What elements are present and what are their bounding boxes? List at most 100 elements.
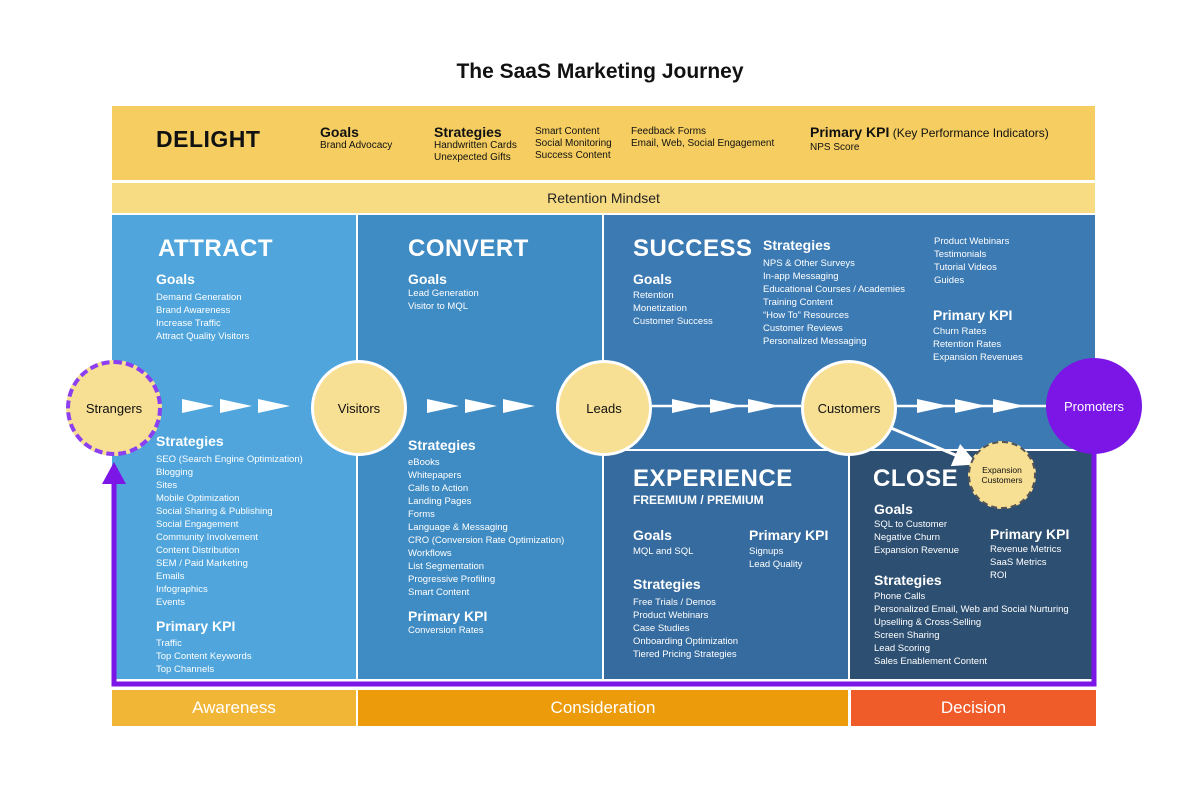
- list-item: Whitepapers: [408, 470, 462, 481]
- list-item: NPS & Other Surveys: [763, 258, 855, 269]
- convert-strategies-heading: Strategies: [408, 437, 476, 453]
- list-item: Traffic: [156, 638, 182, 649]
- convert-kpi-list: Conversion Rates: [408, 624, 484, 637]
- experience-goals-list: MQL and SQL: [633, 545, 693, 558]
- node-label: Customers: [817, 400, 881, 416]
- list-item: Landing Pages: [408, 496, 472, 507]
- experience-kpi-heading: Primary KPI: [749, 527, 829, 543]
- node-label: Leads: [586, 400, 622, 416]
- list-item: Retention: [633, 290, 674, 301]
- list-item: Social Sharing & Publishing: [156, 506, 273, 517]
- journey-loop-arrowhead: [102, 462, 126, 484]
- list-item: Blogging: [156, 467, 193, 478]
- node-label: Customers: [981, 475, 1023, 485]
- stage-consideration: Consideration: [358, 690, 848, 726]
- convert-column: CONVERT Goals Lead Generation Visitor to…: [358, 215, 602, 679]
- flow-chevron: [955, 399, 987, 413]
- close-goals-heading: Goals: [874, 501, 913, 517]
- list-item: Brand Awareness: [156, 305, 231, 316]
- attract-strategies-heading: Strategies: [156, 433, 224, 449]
- list-item: Lead Scoring: [874, 643, 930, 654]
- list-item: Case Studies: [633, 623, 690, 634]
- list-item: Forms: [408, 509, 435, 520]
- success-title: SUCCESS: [633, 235, 753, 262]
- delight-kpi-item: NPS Score: [810, 142, 860, 153]
- success-strategies-extra-list: Product Webinars Testimonials Tutorial V…: [934, 235, 1009, 287]
- list-item: SaaS Metrics: [990, 557, 1047, 568]
- node-label: Visitors: [337, 400, 381, 416]
- attract-strategies-list: SEO (Search Engine Optimization) Bloggin…: [156, 453, 303, 609]
- node-strangers: Strangers: [66, 360, 162, 456]
- list-item: Tiered Pricing Strategies: [633, 649, 737, 660]
- list-item: Screen Sharing: [874, 630, 940, 641]
- list-item: CRO (Conversion Rate Optimization): [408, 535, 565, 546]
- node-customers: Customers: [801, 360, 897, 456]
- list-item: Customer Success: [633, 316, 713, 327]
- node-label: Promoters: [1064, 398, 1124, 414]
- success-kpi-list: Churn Rates Retention Rates Expansion Re…: [933, 325, 1023, 364]
- attract-goals-heading: Goals: [156, 271, 195, 287]
- list-item: Mobile Optimization: [156, 493, 240, 504]
- list-item: Tutorial Videos: [934, 262, 997, 273]
- experience-title: EXPERIENCE: [633, 465, 793, 492]
- list-item: Upselling & Cross-Selling: [874, 617, 982, 628]
- delight-strategies-col3: Feedback Forms Email, Web, Social Engage…: [631, 126, 774, 150]
- list-item: Signups: [749, 546, 784, 557]
- list-item: Expansion Revenue: [874, 545, 960, 556]
- node-promoters: Promoters: [1046, 358, 1142, 454]
- page-title: The SaaS Marketing Journey: [456, 60, 744, 83]
- stage-awareness: Awareness: [112, 690, 356, 726]
- list-item: List Segmentation: [408, 561, 485, 572]
- success-strategies-heading: Strategies: [763, 237, 831, 253]
- convert-strategies-list: eBooks Whitepapers Calls to Action Landi…: [408, 456, 564, 599]
- experience-kpi-list: Signups Lead Quality: [749, 545, 802, 571]
- attract-title: ATTRACT: [158, 235, 274, 262]
- flow-chevron: [465, 399, 497, 413]
- delight-strategy: Feedback Forms: [631, 126, 707, 137]
- list-item: Visitor to MQL: [408, 301, 469, 312]
- success-goals-list: Retention Monetization Customer Success: [633, 289, 713, 328]
- list-item: Sales Enablement Content: [874, 656, 988, 667]
- node-expansion-customers: Expansion Customers: [968, 441, 1036, 509]
- delight-strategy: Smart Content: [535, 126, 600, 137]
- delight-strategies-col2: Smart Content Social Monitoring Success …: [535, 126, 612, 162]
- customers-expansion-line: [890, 426, 978, 467]
- flow-chevron: [258, 399, 290, 413]
- close-title: CLOSE: [873, 465, 959, 492]
- list-item: Workflows: [408, 548, 452, 559]
- list-item: Personalized Messaging: [763, 336, 867, 347]
- convert-title: CONVERT: [408, 235, 529, 262]
- delight-band: DELIGHT Goals Brand Advocacy Strategies …: [112, 106, 1095, 180]
- delight-title: DELIGHT: [156, 126, 261, 152]
- list-item: Sites: [156, 480, 178, 491]
- delight-strategies: Strategies Handwritten Cards Unexpected …: [434, 124, 517, 164]
- flow-chevron: [220, 399, 252, 413]
- node-label: Strangers: [85, 400, 143, 416]
- list-item: Top Channels: [156, 664, 215, 675]
- delight-strategy: Unexpected Gifts: [434, 152, 511, 163]
- list-item: Training Content: [763, 297, 833, 308]
- list-item: Lead Quality: [749, 559, 803, 570]
- delight-strategies-heading: Strategies: [434, 124, 502, 140]
- flow-chevron: [917, 399, 949, 413]
- delight-goals: Goals Brand Advocacy: [320, 124, 392, 152]
- list-item: Smart Content: [408, 587, 470, 598]
- attract-kpi-heading: Primary KPI: [156, 618, 236, 634]
- list-item: Guides: [934, 275, 965, 286]
- experience-strategies-list: Free Trials / Demos Product Webinars Cas…: [633, 596, 738, 661]
- close-kpi-heading: Primary KPI: [990, 526, 1070, 542]
- attract-column: ATTRACT Goals Demand Generation Brand Aw…: [112, 215, 356, 679]
- list-item: Churn Rates: [933, 326, 987, 337]
- convert-kpi-heading: Primary KPI: [408, 608, 488, 624]
- list-item: Revenue Metrics: [990, 544, 1062, 555]
- list-item: Progressive Profiling: [408, 574, 496, 585]
- flow-chevron: [993, 399, 1025, 413]
- list-item: Events: [156, 597, 186, 608]
- list-item: Product Webinars: [633, 610, 709, 621]
- list-item: MQL and SQL: [633, 546, 694, 557]
- list-item: Customer Reviews: [763, 323, 843, 334]
- retention-band: Retention Mindset: [112, 183, 1095, 213]
- close-kpi-list: Revenue Metrics SaaS Metrics ROI: [990, 543, 1061, 582]
- convert-goals-list: Lead Generation Visitor to MQL: [408, 287, 479, 313]
